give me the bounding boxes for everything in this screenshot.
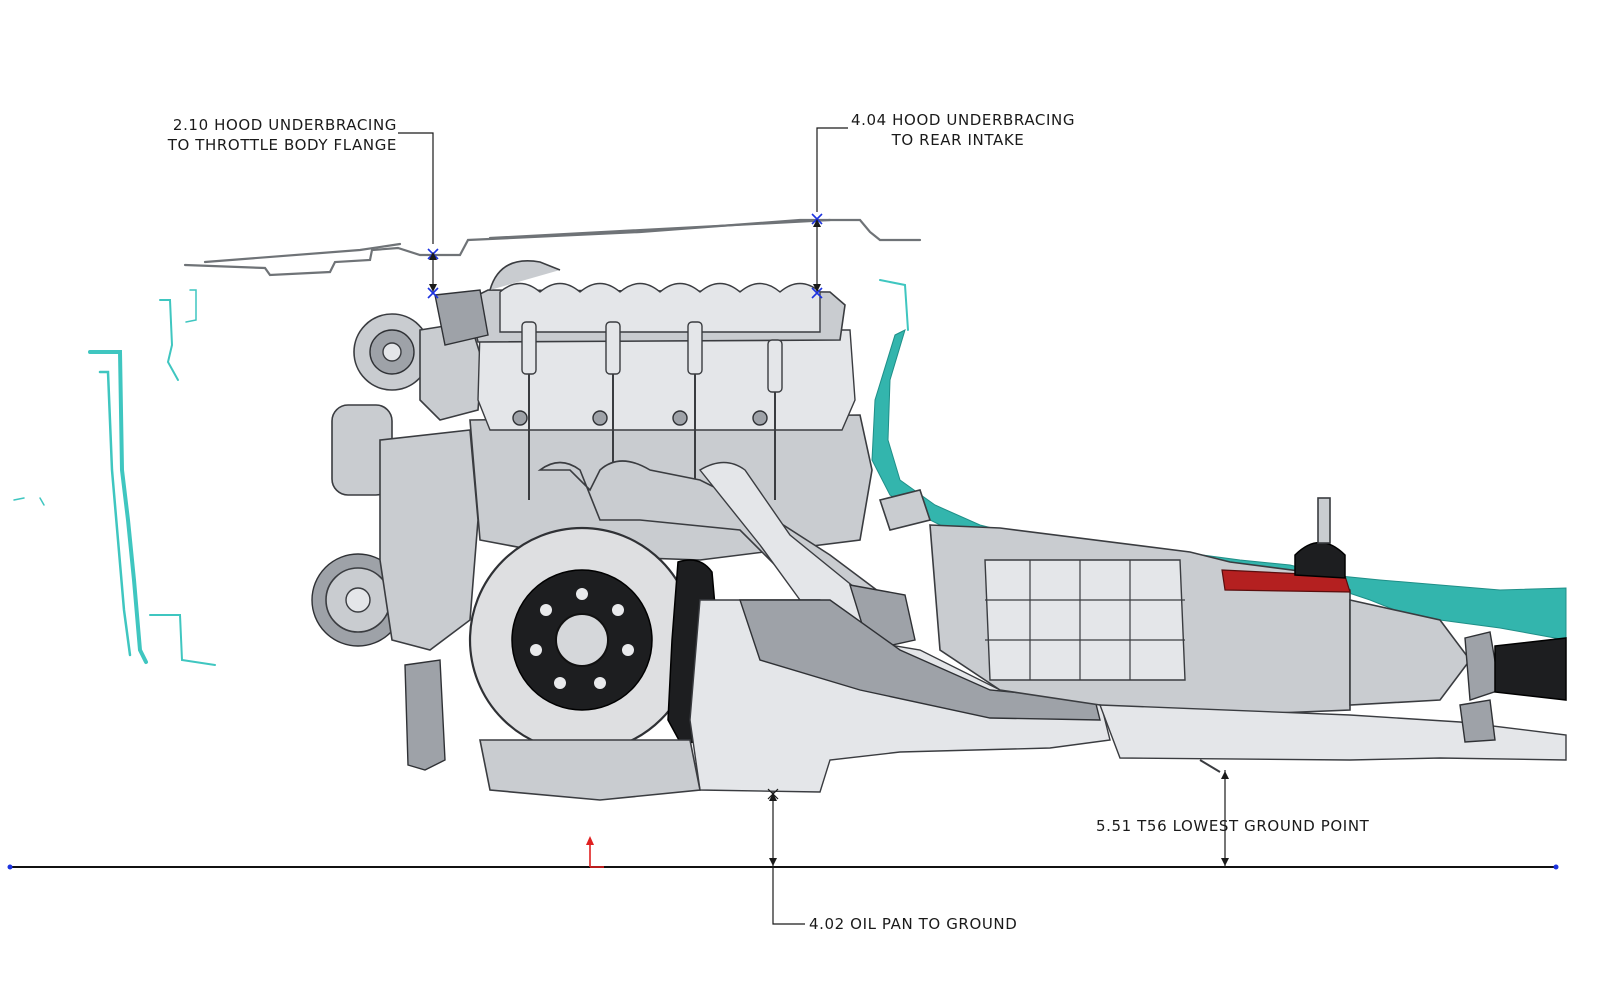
origin-axis-icon <box>586 836 604 868</box>
driveshaft <box>1494 637 1567 701</box>
fuel-injectors <box>521 321 783 500</box>
t56-transmission <box>929 497 1501 721</box>
callout-throttle-line2: TO THROTTLE BODY FLANGE <box>167 136 397 154</box>
dimension-rear-intake <box>813 127 848 292</box>
frame-rail <box>1098 699 1567 773</box>
dimension-t56-ground <box>1221 770 1229 867</box>
dimension-throttle-body <box>398 132 437 292</box>
subframe-crossmember <box>479 599 1111 801</box>
ground-line <box>7 864 1559 870</box>
callout-rear-intake-line1: 4.04 HOOD UNDERBRACING <box>851 111 1075 129</box>
intake-manifold <box>434 260 846 346</box>
reference-point-rear-intake <box>811 287 823 299</box>
hood-underbracing-outline <box>183 218 922 277</box>
callout-rear-intake-line2: TO REAR INTAKE <box>891 131 1025 149</box>
front-body-panel <box>13 289 216 666</box>
reference-point-throttle-flange <box>427 287 439 299</box>
callout-throttle-line1: 2.10 HOOD UNDERBRACING <box>173 116 397 134</box>
callout-t56-ground: 5.51 T56 LOWEST GROUND POINT <box>1096 817 1370 835</box>
dimension-oil-pan <box>767 788 805 925</box>
front-accessory-drive <box>311 313 483 771</box>
brake-rotor <box>468 526 696 754</box>
callout-oil-pan-ground: 4.02 OIL PAN TO GROUND <box>809 915 1017 933</box>
